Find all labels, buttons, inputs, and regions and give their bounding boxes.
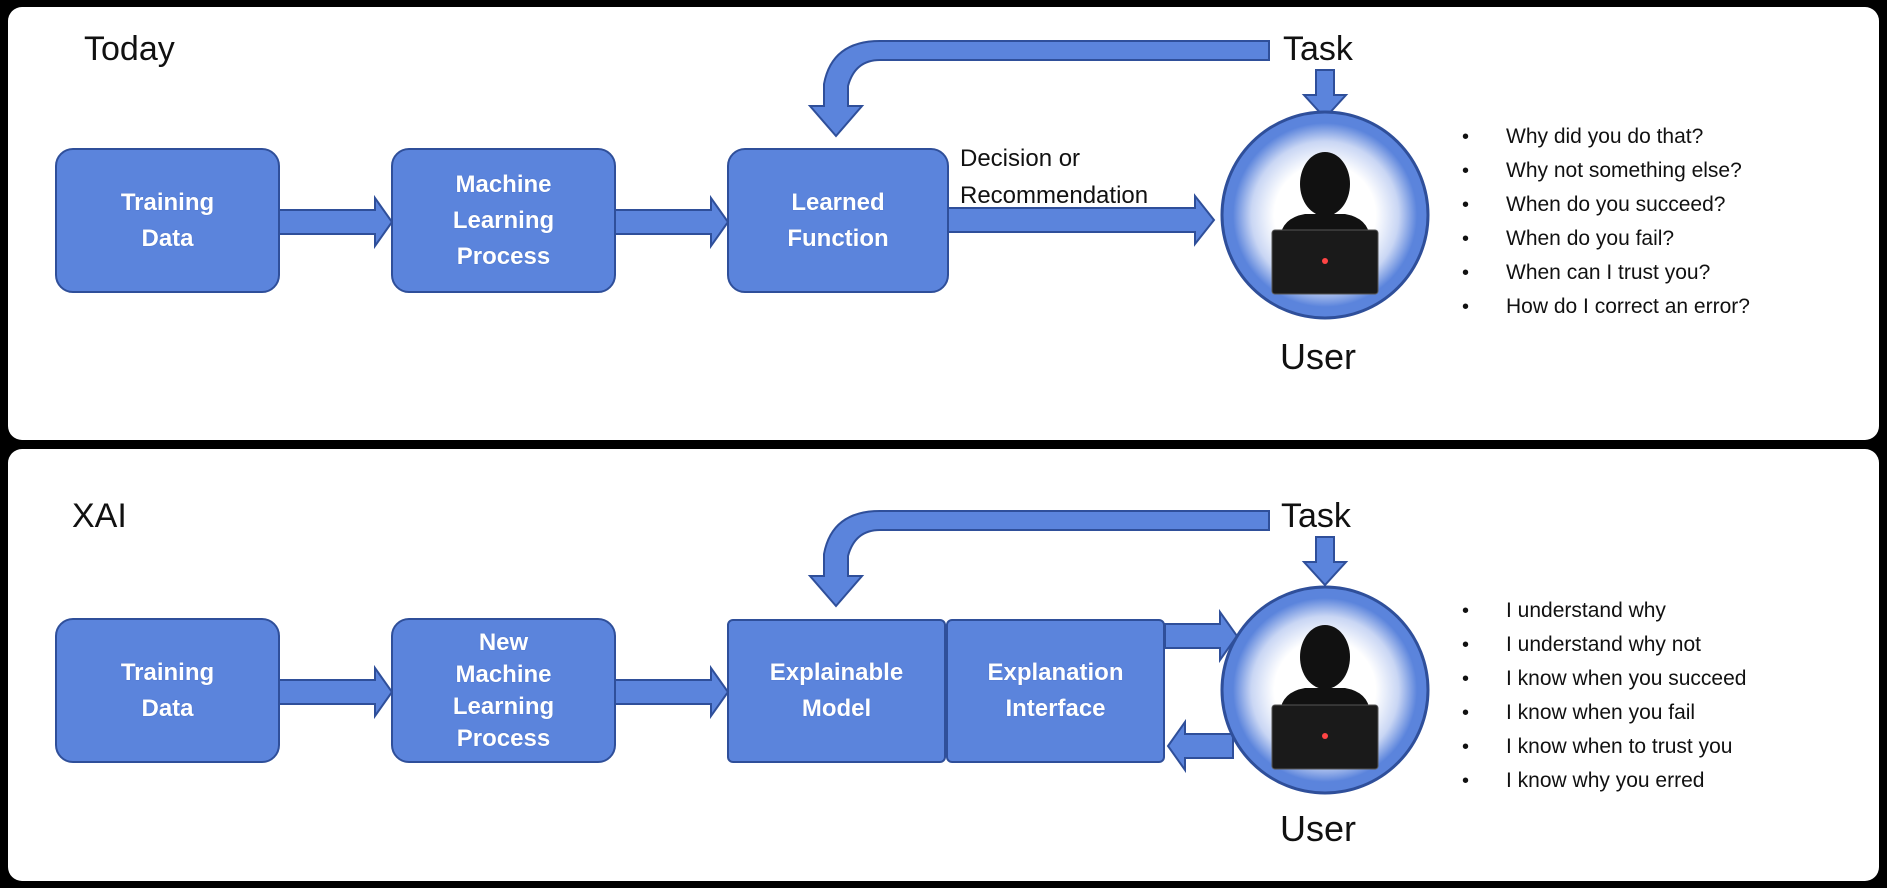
box-label-line: Training — [120, 188, 215, 216]
today-arrow-ml-to-function — [612, 194, 730, 250]
box-label-line: Learning — [452, 692, 555, 720]
today-user-label: User — [1280, 336, 1357, 377]
today-training-data-box: Training Data — [55, 148, 280, 293]
today-arrow-task-to-user — [1301, 69, 1349, 120]
box-label-line: Data — [141, 694, 194, 722]
box-label-line: Function — [787, 224, 889, 252]
xai-arrow-training-to-ml — [277, 664, 394, 720]
decision-label: Decision or Recommendation — [960, 140, 1148, 214]
box-label-line: Model — [801, 695, 872, 722]
list-item: I know when you fail — [1462, 696, 1746, 730]
box-label-line: Learning — [452, 206, 555, 234]
box-label-line: Data — [141, 224, 194, 252]
list-item: I understand why — [1462, 594, 1746, 628]
decision-label-line: Recommendation — [960, 182, 1149, 209]
box-label-line: New — [478, 628, 529, 656]
list-item: When do you succeed? — [1462, 188, 1750, 222]
box-label-line: Machine — [455, 660, 552, 688]
list-item: When do you fail? — [1462, 222, 1750, 256]
xai-arrow-user-to-interface — [1166, 718, 1234, 774]
xai-arrow-task-to-user — [1301, 536, 1349, 587]
today-arrow-task-feedback — [807, 40, 1270, 138]
decision-label-line: Decision or — [960, 145, 1081, 172]
box-label-line: Explainable — [769, 659, 904, 686]
xai-user-label: User — [1280, 808, 1357, 849]
xai-training-data-box: Training Data — [55, 618, 280, 763]
xai-arrow-task-feedback — [807, 510, 1270, 608]
today-learned-function-box: Learned Function — [727, 148, 949, 293]
today-arrow-function-to-user — [946, 193, 1216, 247]
list-item: Why did you do that? — [1462, 120, 1750, 154]
box-label-line: Learned — [791, 188, 885, 216]
list-item: I know when you succeed — [1462, 662, 1746, 696]
xai-arrow-interface-to-user — [1164, 608, 1239, 664]
user-at-laptop-icon — [1271, 152, 1379, 295]
xai-statement-list: I understand why I understand why not I … — [1462, 594, 1746, 798]
list-item: I know when to trust you — [1462, 730, 1746, 764]
list-item: I understand why not — [1462, 628, 1746, 662]
list-item: When can I trust you? — [1462, 256, 1750, 290]
today-ml-process-box: Machine Learning Process — [391, 148, 616, 293]
box-label-line: Process — [456, 242, 551, 270]
xai-explainable-model-box: Explainable Model — [727, 619, 946, 763]
list-item: Why not something else? — [1462, 154, 1750, 188]
box-label-line: Interface — [1005, 695, 1106, 722]
xai-title: XAI — [72, 497, 127, 535]
list-item: How do I correct an error? — [1462, 290, 1750, 324]
user-at-laptop-icon — [1271, 625, 1379, 770]
box-label-line: Explanation — [987, 659, 1124, 686]
xai-explanation-interface-box: Explanation Interface — [946, 619, 1165, 763]
xai-ml-process-box: New Machine Learning Process — [391, 618, 616, 763]
box-label-line: Machine — [455, 170, 552, 198]
today-arrow-training-to-ml — [277, 194, 394, 250]
xai-task-label: Task — [1281, 497, 1351, 535]
today-task-label: Task — [1283, 30, 1353, 68]
today-title: Today — [84, 30, 175, 68]
today-question-list: Why did you do that? Why not something e… — [1462, 120, 1750, 324]
list-item: I know why you erred — [1462, 764, 1746, 798]
xai-arrow-ml-to-model — [612, 664, 730, 720]
box-label-line: Training — [120, 658, 215, 686]
box-label-line: Process — [456, 724, 551, 752]
